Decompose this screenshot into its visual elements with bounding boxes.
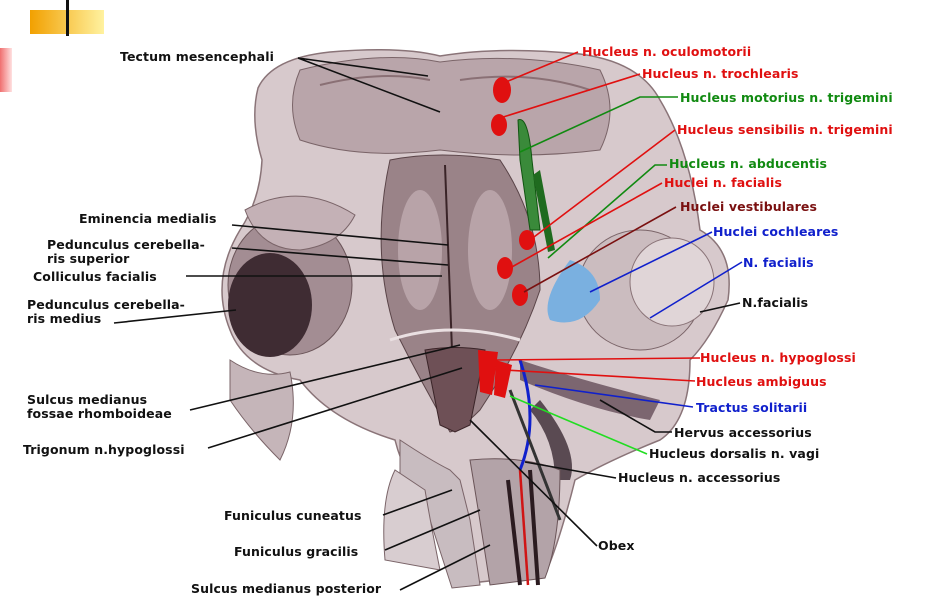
label-funiculus-cuneatus: Funiculus cuneatus — [224, 508, 362, 523]
label-nucleus-abducentis: Hucleus n. abducentis — [669, 156, 828, 171]
oculomotor-nucleus — [493, 77, 511, 103]
label-tectum-mesencephali: Tectum mesencephali — [120, 49, 274, 64]
label-nucleus-motorius-trigemini: Hucleus motorius n. trigemini — [680, 90, 893, 105]
label-sulcus-line1: Sulcus medianus — [27, 392, 148, 407]
trochlear-nucleus — [491, 114, 507, 136]
label-tractus-solitarii: Tractus solitarii — [696, 400, 808, 415]
label-nucleus-hypoglossi: Hucleus n. hypoglossi — [700, 350, 856, 365]
label-nuclei-vestibulares: Huclei vestibulares — [680, 199, 818, 214]
label-colliculus-facialis: Colliculus facialis — [33, 269, 157, 284]
label-pedunculus-superior: Pedunculus cerebella- ris superior — [47, 238, 205, 266]
label-nucleus-sensibilis-trigemini: Hucleus sensibilis n. trigemini — [677, 122, 893, 137]
label-funiculus-gracilis: Funiculus gracilis — [234, 544, 359, 559]
label-nucleus-trochlearis: Hucleus n. trochlearis — [642, 66, 799, 81]
leader-lines — [113, 51, 743, 591]
vestibular-nucleus — [512, 284, 528, 306]
label-eminencia-medialis: Eminencia medialis — [79, 211, 217, 226]
label-pedunculus-superior-line1: Pedunculus cerebella- — [47, 237, 205, 252]
label-pedunculus-medius-line1: Pedunculus cerebella- — [27, 297, 185, 312]
facial-nucleus-b — [497, 257, 513, 279]
slide-decoration — [0, 0, 104, 92]
nuclei-overlay — [478, 77, 600, 521]
label-nucleus-dorsalis-vagi: Hucleus dorsalis n. vagi — [649, 446, 820, 461]
label-trigonum-hypoglossi: Trigonum n.hypoglossi — [23, 442, 185, 457]
label-sulcus-medianus-fossae: Sulcus medianus fossae rhomboideae — [27, 393, 172, 421]
facial-nucleus-a — [519, 230, 535, 250]
label-sulcus-medianus-posterior: Sulcus medianus posterior — [191, 581, 382, 596]
label-pedunculus-medius-line2: ris medius — [27, 311, 102, 326]
label-pedunculus-superior-line2: ris superior — [47, 251, 130, 266]
label-nucleus-ambiguus: Hucleus ambiguus — [696, 374, 827, 389]
label-nucleus-oculomotorii: Hucleus n. oculomotorii — [582, 44, 752, 59]
label-nuclei-facialis: Huclei n. facialis — [664, 175, 782, 190]
label-nucleus-accessorius: Hucleus n. accessorius — [618, 470, 781, 485]
label-nervus-accessorius: Hervus accessorius — [674, 425, 812, 440]
label-nuclei-cochleares: Huclei cochleares — [713, 224, 839, 239]
label-n-facialis-blue: N. facialis — [743, 255, 814, 270]
label-n-facialis-black: N.facialis — [742, 295, 809, 310]
label-sulcus-line2: fossae rhomboideae — [27, 406, 172, 421]
label-obex: Obex — [598, 538, 635, 553]
label-pedunculus-medius: Pedunculus cerebella- ris medius — [27, 298, 185, 326]
